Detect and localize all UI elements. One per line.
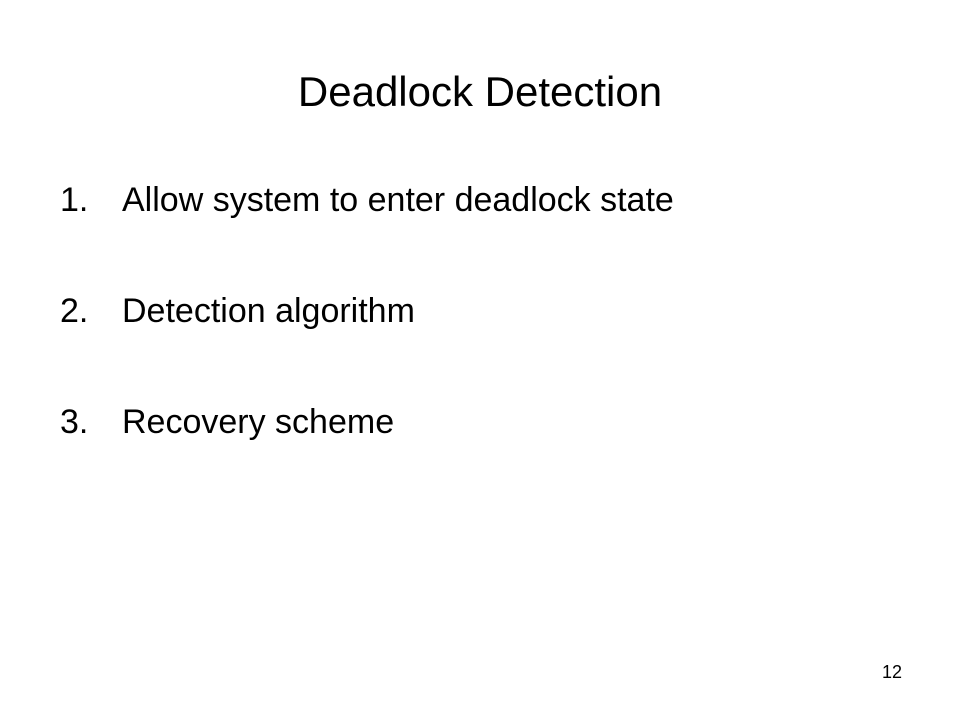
numbered-list: 1. Allow system to enter deadlock state …	[60, 172, 674, 505]
list-item-text: Recovery scheme	[122, 403, 395, 441]
list-item: 1. Allow system to enter deadlock state	[60, 172, 674, 228]
list-item: 3. Recovery scheme	[60, 394, 674, 450]
slide-title: Deadlock Detection	[297, 68, 663, 115]
list-item-number: 2.	[60, 292, 89, 330]
list-item-number: 1.	[60, 181, 89, 219]
list-item-text: Detection algorithm	[122, 292, 415, 330]
list-item-text: Allow system to enter deadlock state	[122, 181, 674, 219]
slide-page-number: 12	[881, 662, 902, 682]
list-item-number: 3.	[60, 403, 89, 441]
list-item: 2. Detection algorithm	[60, 283, 674, 339]
